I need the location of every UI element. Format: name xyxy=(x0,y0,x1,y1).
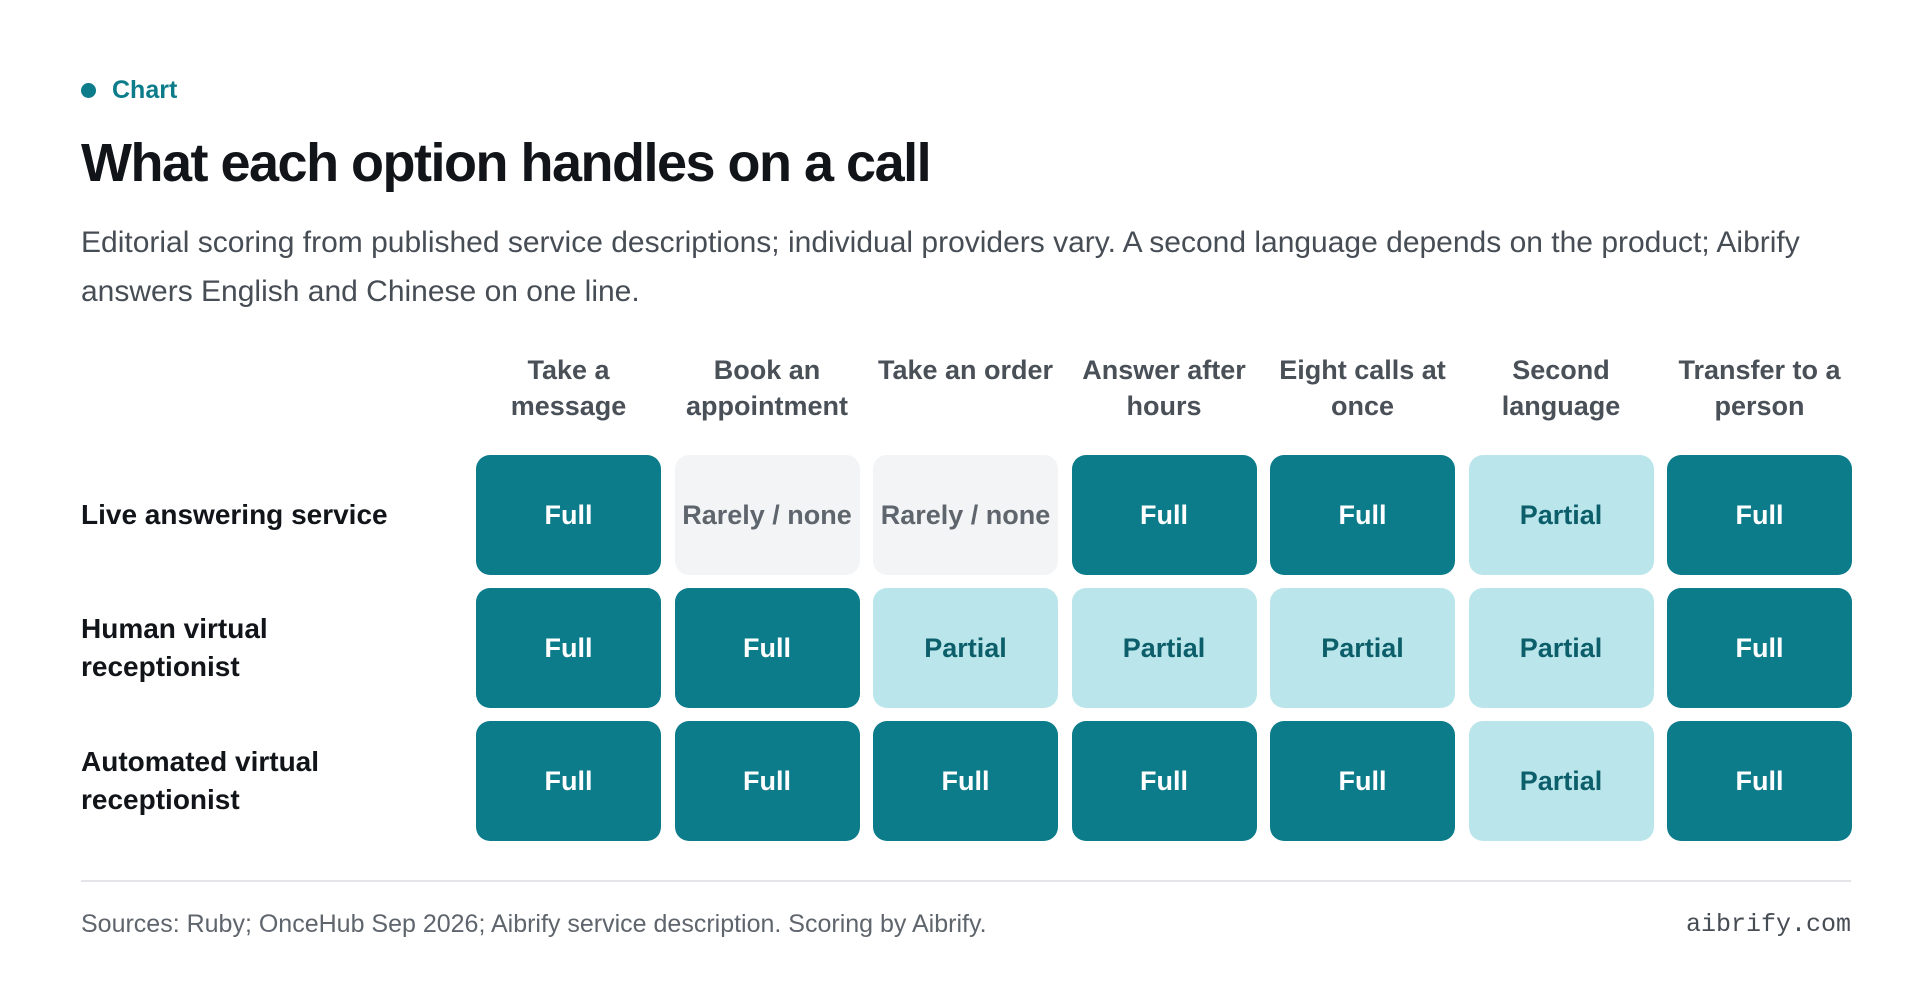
column-header: Book an appointment xyxy=(686,355,848,421)
matrix-cell: Rarely / none xyxy=(873,455,1058,575)
brand-link[interactable]: aibrify.com xyxy=(1685,910,1851,939)
matrix-cell: Partial xyxy=(1468,721,1654,841)
matrix-cell: Partial xyxy=(873,588,1058,708)
matrix-cell: Partial xyxy=(1468,588,1654,708)
matrix-cell: Full xyxy=(674,588,860,708)
kicker-label: Chart xyxy=(112,76,178,104)
matrix-cell: Full xyxy=(476,721,661,841)
matrix-cell: Full xyxy=(1667,721,1852,841)
chart-kicker: Chart xyxy=(81,76,177,105)
matrix-cell: Full xyxy=(1667,588,1852,708)
matrix-cell: Full xyxy=(1667,455,1852,575)
column-header: Second language xyxy=(1501,355,1621,421)
matrix-cell: Partial xyxy=(1270,588,1455,708)
matrix-cell: Rarely / none xyxy=(674,455,860,575)
matrix-cell: Full xyxy=(1270,455,1455,575)
matrix-cell: Full xyxy=(1071,455,1257,575)
column-header: Eight calls at once xyxy=(1279,355,1446,421)
matrix-cell: Full xyxy=(873,721,1058,841)
matrix-cell: Full xyxy=(476,455,661,575)
column-header: Transfer to a person xyxy=(1678,355,1841,421)
row-label: Automated virtual receptionist xyxy=(81,746,320,815)
matrix-cell: Full xyxy=(674,721,860,841)
column-header: Answer after hours xyxy=(1082,355,1246,421)
matrix-cell: Partial xyxy=(1071,588,1257,708)
source-note: Sources: Ruby; OnceHub Sep 2026; Aibrify… xyxy=(81,910,987,938)
matrix-cell: Full xyxy=(1071,721,1257,841)
matrix-cell: Full xyxy=(476,588,661,708)
chart-subtitle: Editorial scoring from published service… xyxy=(81,226,1800,308)
column-header: Take a message xyxy=(510,355,627,421)
footer-divider xyxy=(81,880,1851,882)
row-label: Human virtual receptionist xyxy=(81,613,268,682)
dot-icon xyxy=(81,83,96,98)
chart-page: Chart What each option handles on a call… xyxy=(81,0,1852,998)
matrix-cell: Partial xyxy=(1468,455,1654,575)
column-header: Take an order xyxy=(877,355,1054,385)
row-label: Live answering service xyxy=(81,499,388,530)
chart-title: What each option handles on a call xyxy=(81,133,932,193)
matrix-cell: Full xyxy=(1270,721,1455,841)
